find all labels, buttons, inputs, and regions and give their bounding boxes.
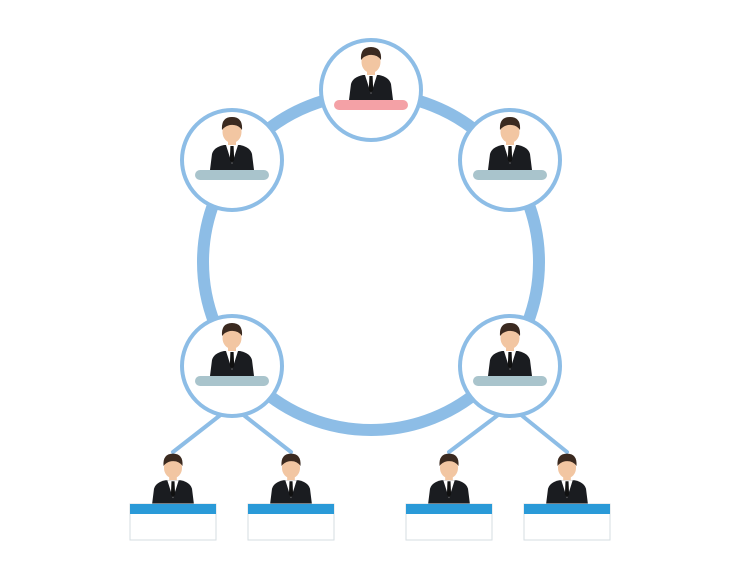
node-top (319, 38, 423, 142)
desk-top (406, 504, 492, 514)
hair (360, 47, 382, 60)
neck (367, 71, 375, 77)
head (361, 51, 381, 73)
tie (507, 352, 513, 369)
neck (563, 476, 571, 483)
hair (499, 117, 521, 130)
tie (170, 481, 176, 498)
node-lower-left (180, 314, 284, 418)
businessman-icon (210, 117, 254, 170)
neck (228, 347, 236, 353)
desk-2 (247, 453, 335, 541)
tie (507, 146, 513, 163)
neck (287, 476, 295, 483)
desk-3 (405, 453, 493, 541)
desk-1 (129, 453, 217, 541)
hair (281, 453, 301, 466)
head (557, 457, 577, 479)
businessman-icon (488, 323, 532, 376)
hair (499, 323, 521, 336)
neck (506, 347, 514, 353)
hair (221, 323, 243, 336)
tie (368, 76, 374, 93)
neck (169, 476, 177, 483)
hair (163, 453, 183, 466)
businessman-icon (349, 47, 393, 100)
tie (288, 481, 294, 498)
businessman-icon (210, 323, 254, 376)
businessman-icon (428, 453, 470, 504)
neck (506, 141, 514, 147)
member-desk-bar (195, 376, 269, 386)
businessman-icon (152, 453, 194, 504)
neck (228, 141, 236, 147)
businessman-icon (546, 453, 588, 504)
head (439, 457, 459, 479)
neck (445, 476, 453, 483)
desk-top (524, 504, 610, 514)
hair (557, 453, 577, 466)
businessman-icon (270, 453, 312, 504)
tie (229, 146, 235, 163)
member-desk-bar (473, 376, 547, 386)
hair (439, 453, 459, 466)
head (500, 121, 520, 143)
businessman-icon (488, 117, 532, 170)
tie (229, 352, 235, 369)
head (163, 457, 183, 479)
head (222, 327, 242, 349)
member-desk-bar (473, 170, 547, 180)
hair (221, 117, 243, 130)
node-upper-right (458, 108, 562, 212)
tie (564, 481, 570, 498)
desk-top (130, 504, 216, 514)
desk-4 (523, 453, 611, 541)
tie (446, 481, 452, 498)
node-upper-left (180, 108, 284, 212)
desk-top (248, 504, 334, 514)
head (281, 457, 301, 479)
head (500, 327, 520, 349)
node-lower-right (458, 314, 562, 418)
leader-desk-bar (334, 100, 408, 110)
head (222, 121, 242, 143)
member-desk-bar (195, 170, 269, 180)
